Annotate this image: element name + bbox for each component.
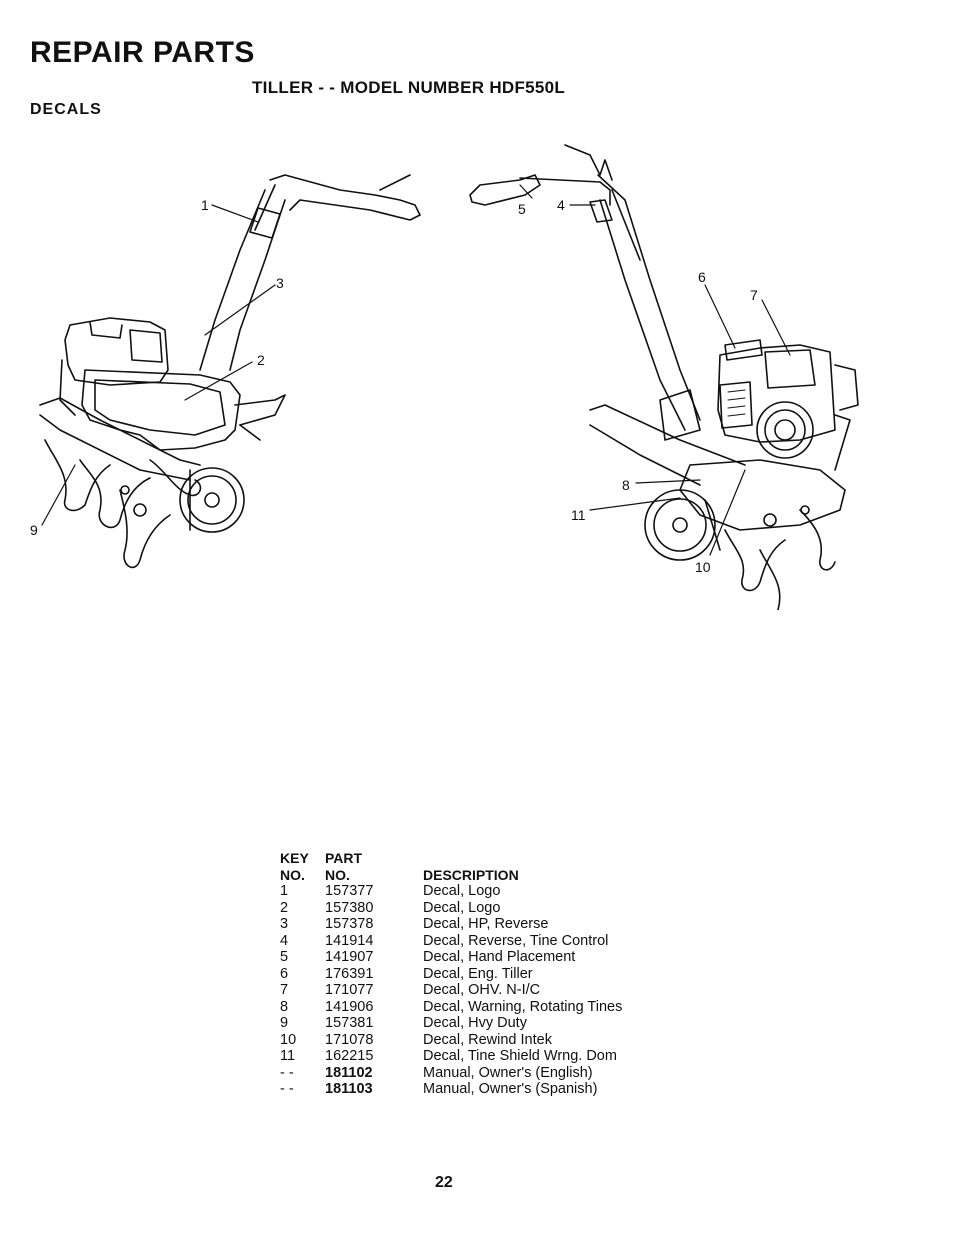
callout-11: 11 (571, 507, 586, 523)
table-row: 8 141906 Decal, Warning, Rotating Tines (280, 999, 683, 1016)
description: Decal, Eng. Tiller (423, 965, 533, 982)
header-desc-spacer (423, 850, 683, 867)
section-heading-decals: DECALS (30, 101, 102, 118)
part-no: 157380 (325, 899, 374, 916)
description: Decal, Reverse, Tine Control (423, 932, 609, 949)
part-no: 141914 (325, 932, 374, 949)
part-no: 176391 (325, 965, 374, 982)
description: Manual, Owner's (English) (423, 1064, 593, 1081)
key-no: 3 (280, 916, 289, 932)
key-no: 9 (280, 1015, 289, 1031)
left-tiller-drawing (39, 174, 421, 569)
table-row: 11 162215 Decal, Tine Shield Wrng. Dom (280, 1048, 683, 1065)
table-header-row-top: KEY PART (280, 850, 683, 867)
key-no: 1 (280, 883, 289, 899)
table-row: - - 181102 Manual, Owner's (English) (280, 1065, 683, 1082)
callout-2: 2 (257, 352, 265, 368)
table-row: 9 157381 Decal, Hvy Duty (280, 1015, 683, 1032)
description: Decal, Hand Placement (423, 949, 576, 965)
description: Decal, OHV. N-I/C (423, 982, 541, 998)
description: Manual, Owner's (Spanish) (423, 1081, 598, 1097)
key-no: 8 (280, 998, 289, 1015)
part-no: 181102 (325, 1064, 373, 1081)
table-row: 2 157380 Decal, Logo (280, 900, 683, 917)
key-no: - - (280, 1081, 294, 1097)
table-row: 4 141914 Decal, Reverse, Tine Control (280, 933, 683, 950)
callout-6: 6 (698, 269, 706, 285)
model-subtitle: TILLER - - MODEL NUMBER HDF550L (252, 78, 566, 97)
callout-8: 8 (622, 477, 630, 493)
key-no: - - (280, 1064, 294, 1081)
tiller-decal-diagram: 1 2 3 4 5 6 7 8 9 10 11 (0, 130, 954, 610)
table-row: - - 181103 Manual, Owner's (Spanish) (280, 1081, 683, 1098)
key-no: 6 (280, 965, 289, 982)
header-description: DESCRIPTION (423, 866, 519, 883)
table-row: 5 141907 Decal, Hand Placement (280, 949, 683, 966)
table-header-row-bottom: NO. NO. DESCRIPTION (280, 867, 683, 884)
part-no: 171077 (325, 982, 374, 998)
part-no: 141906 (325, 998, 374, 1015)
table-row: 7 171077 Decal, OHV. N-I/C (280, 982, 683, 999)
key-no: 10 (280, 1031, 297, 1048)
right-tiller-drawing (469, 144, 859, 610)
parts-table: KEY PART NO. NO. DESCRIPTION 1 157377 De… (280, 850, 683, 1098)
header-part-bottom: NO. (325, 866, 350, 883)
part-no: 157377 (325, 883, 374, 899)
description: Decal, Rewind Intek (423, 1031, 552, 1048)
key-no: 2 (280, 899, 289, 916)
description: Decal, Logo (423, 883, 501, 899)
table-row: 3 157378 Decal, HP, Reverse (280, 916, 683, 933)
part-no: 162215 (325, 1048, 374, 1064)
description: Decal, Tine Shield Wrng. Dom (423, 1048, 617, 1064)
header-part-top: PART (325, 850, 363, 866)
callout-9: 9 (30, 522, 38, 538)
description: Decal, Logo (423, 899, 501, 916)
key-no: 11 (280, 1048, 296, 1064)
header-key-bottom: NO. (280, 866, 305, 883)
header-key-top: KEY (280, 850, 309, 866)
table-row: 6 176391 Decal, Eng. Tiller (280, 966, 683, 983)
description: Decal, HP, Reverse (423, 916, 549, 932)
table-row: 10 171078 Decal, Rewind Intek (280, 1032, 683, 1049)
key-no: 7 (280, 982, 289, 998)
key-no: 5 (280, 949, 289, 965)
table-row: 1 157377 Decal, Logo (280, 883, 683, 900)
part-no: 181103 (325, 1081, 373, 1097)
callout-3: 3 (276, 275, 284, 291)
callout-10: 10 (695, 559, 711, 575)
callout-5: 5 (518, 201, 526, 217)
description: Decal, Hvy Duty (423, 1015, 527, 1031)
callout-4: 4 (557, 197, 565, 213)
page-number: 22 (435, 1174, 453, 1191)
callout-1: 1 (201, 197, 209, 213)
part-no: 141907 (325, 949, 374, 965)
description: Decal, Warning, Rotating Tines (423, 998, 623, 1015)
tiller-illustration: 1 2 3 4 5 6 7 8 9 10 11 (30, 144, 859, 610)
callout-7: 7 (750, 287, 758, 303)
part-no: 157381 (325, 1015, 374, 1031)
part-no: 157378 (325, 916, 374, 932)
key-no: 4 (280, 932, 289, 949)
part-no: 171078 (325, 1031, 374, 1048)
page-title: REPAIR PARTS (30, 36, 255, 69)
